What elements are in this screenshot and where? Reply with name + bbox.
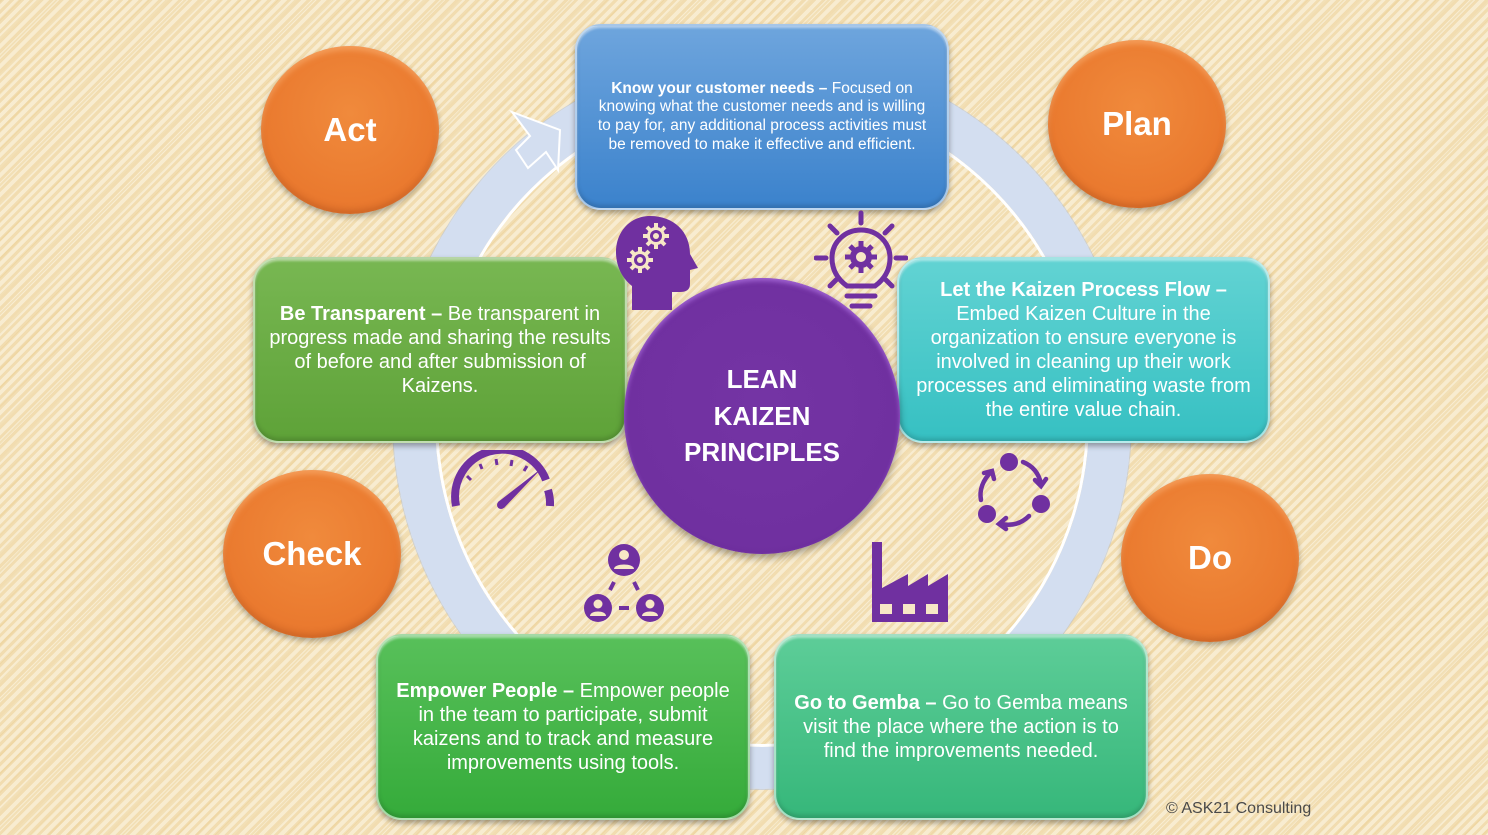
cycle-arrows-icon <box>978 453 1050 532</box>
check-label: Check <box>262 535 362 572</box>
principle-go-to-gemba: Go to Gemba – Go to Gemba means visit th… <box>774 634 1148 820</box>
act-label: Act <box>323 111 377 148</box>
copyright-text: © ASK21 Consulting <box>1166 800 1312 817</box>
center-title-line: PRINCIPLES <box>683 437 841 468</box>
principle-empower-people: Empower People – Empower people in the t… <box>376 634 750 820</box>
principle-title: Be Transparent – <box>279 303 443 325</box>
speedometer-icon <box>451 450 555 509</box>
principle-be-transparent: Be Transparent – Be transparent in progr… <box>253 257 627 443</box>
check-circle: Check <box>223 470 401 638</box>
head-gears-icon <box>616 216 698 310</box>
principle-kaizen-process-flow: Let the Kaizen Process Flow – Embed Kaiz… <box>897 257 1270 443</box>
principle-body: Focused on knowing what the customer nee… <box>597 79 927 153</box>
principle-title: Go to Gemba – <box>794 692 937 714</box>
act-circle: Act <box>261 46 439 214</box>
principle-know-customer-needs: Know your customer needs – Focused on kn… <box>575 24 949 210</box>
principle-body: Go to Gemba means visit the place where … <box>803 692 1128 762</box>
principle-body: Embed Kaizen Culture in the organization… <box>916 303 1251 421</box>
center-title-line: LEAN <box>726 363 798 394</box>
principle-title: Let the Kaizen Process Flow – <box>940 279 1227 301</box>
principle-title: Know your customer needs – <box>611 79 828 97</box>
lightbulb-gear-icon <box>814 210 908 309</box>
do-label: Do <box>1188 539 1232 576</box>
center-title-line: KAIZEN <box>713 400 811 431</box>
principle-body: Be transparent in progress made and shar… <box>269 303 611 397</box>
cycle-arrowhead-icon <box>509 109 562 174</box>
factory-icon <box>872 542 948 622</box>
do-circle: Do <box>1121 474 1299 642</box>
center-title-circle: LEAN KAIZEN PRINCIPLES <box>624 278 900 554</box>
plan-circle: Plan <box>1048 40 1226 208</box>
principle-title: Empower People – <box>396 680 575 702</box>
plan-label: Plan <box>1102 105 1172 142</box>
principle-body: Empower people in the team to participat… <box>412 680 730 774</box>
people-network-icon <box>584 544 664 622</box>
